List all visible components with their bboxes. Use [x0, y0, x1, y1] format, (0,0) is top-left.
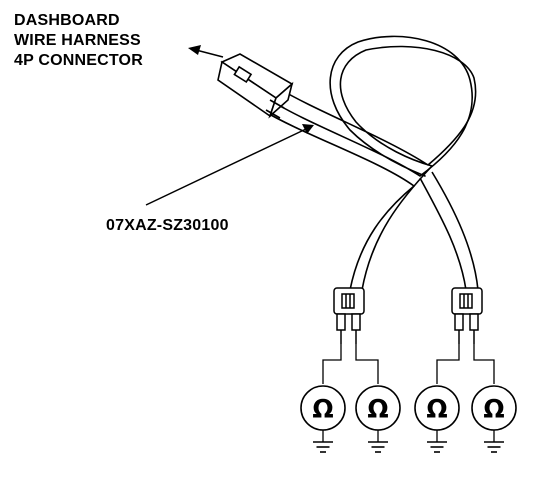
connector-label-line-3: 4P CONNECTOR	[14, 52, 143, 69]
ohm-symbol: Ω	[312, 394, 333, 423]
ohm-meter: Ω	[300, 385, 346, 453]
connector-label: DASHBOARD WIRE HARNESS 4P CONNECTOR	[14, 11, 143, 71]
ohm-meter: Ω	[471, 385, 517, 453]
right-test-plug	[451, 287, 483, 344]
connector-label-line-1: DASHBOARD	[14, 12, 120, 29]
ground-icon	[313, 441, 333, 453]
ground-icon	[427, 441, 447, 453]
main-cable	[261, 35, 477, 187]
ohm-symbol: Ω	[483, 394, 504, 423]
ohm-symbol: Ω	[367, 394, 388, 423]
part-number-label: 07XAZ-SZ30100	[106, 217, 229, 234]
ohm-meter: Ω	[355, 385, 401, 453]
connector-label-line-2: WIRE HARNESS	[14, 32, 141, 49]
left-test-plug	[333, 287, 365, 344]
ohm-meter: Ω	[414, 385, 460, 453]
ground-icon	[484, 441, 504, 453]
meter-wires	[322, 344, 495, 384]
ohm-symbol: Ω	[426, 394, 447, 423]
part-number-arrow	[145, 124, 314, 206]
connector-plug	[217, 53, 294, 119]
cable-branches	[349, 165, 479, 291]
connector-arrow	[188, 45, 224, 58]
ground-icon	[368, 441, 388, 453]
